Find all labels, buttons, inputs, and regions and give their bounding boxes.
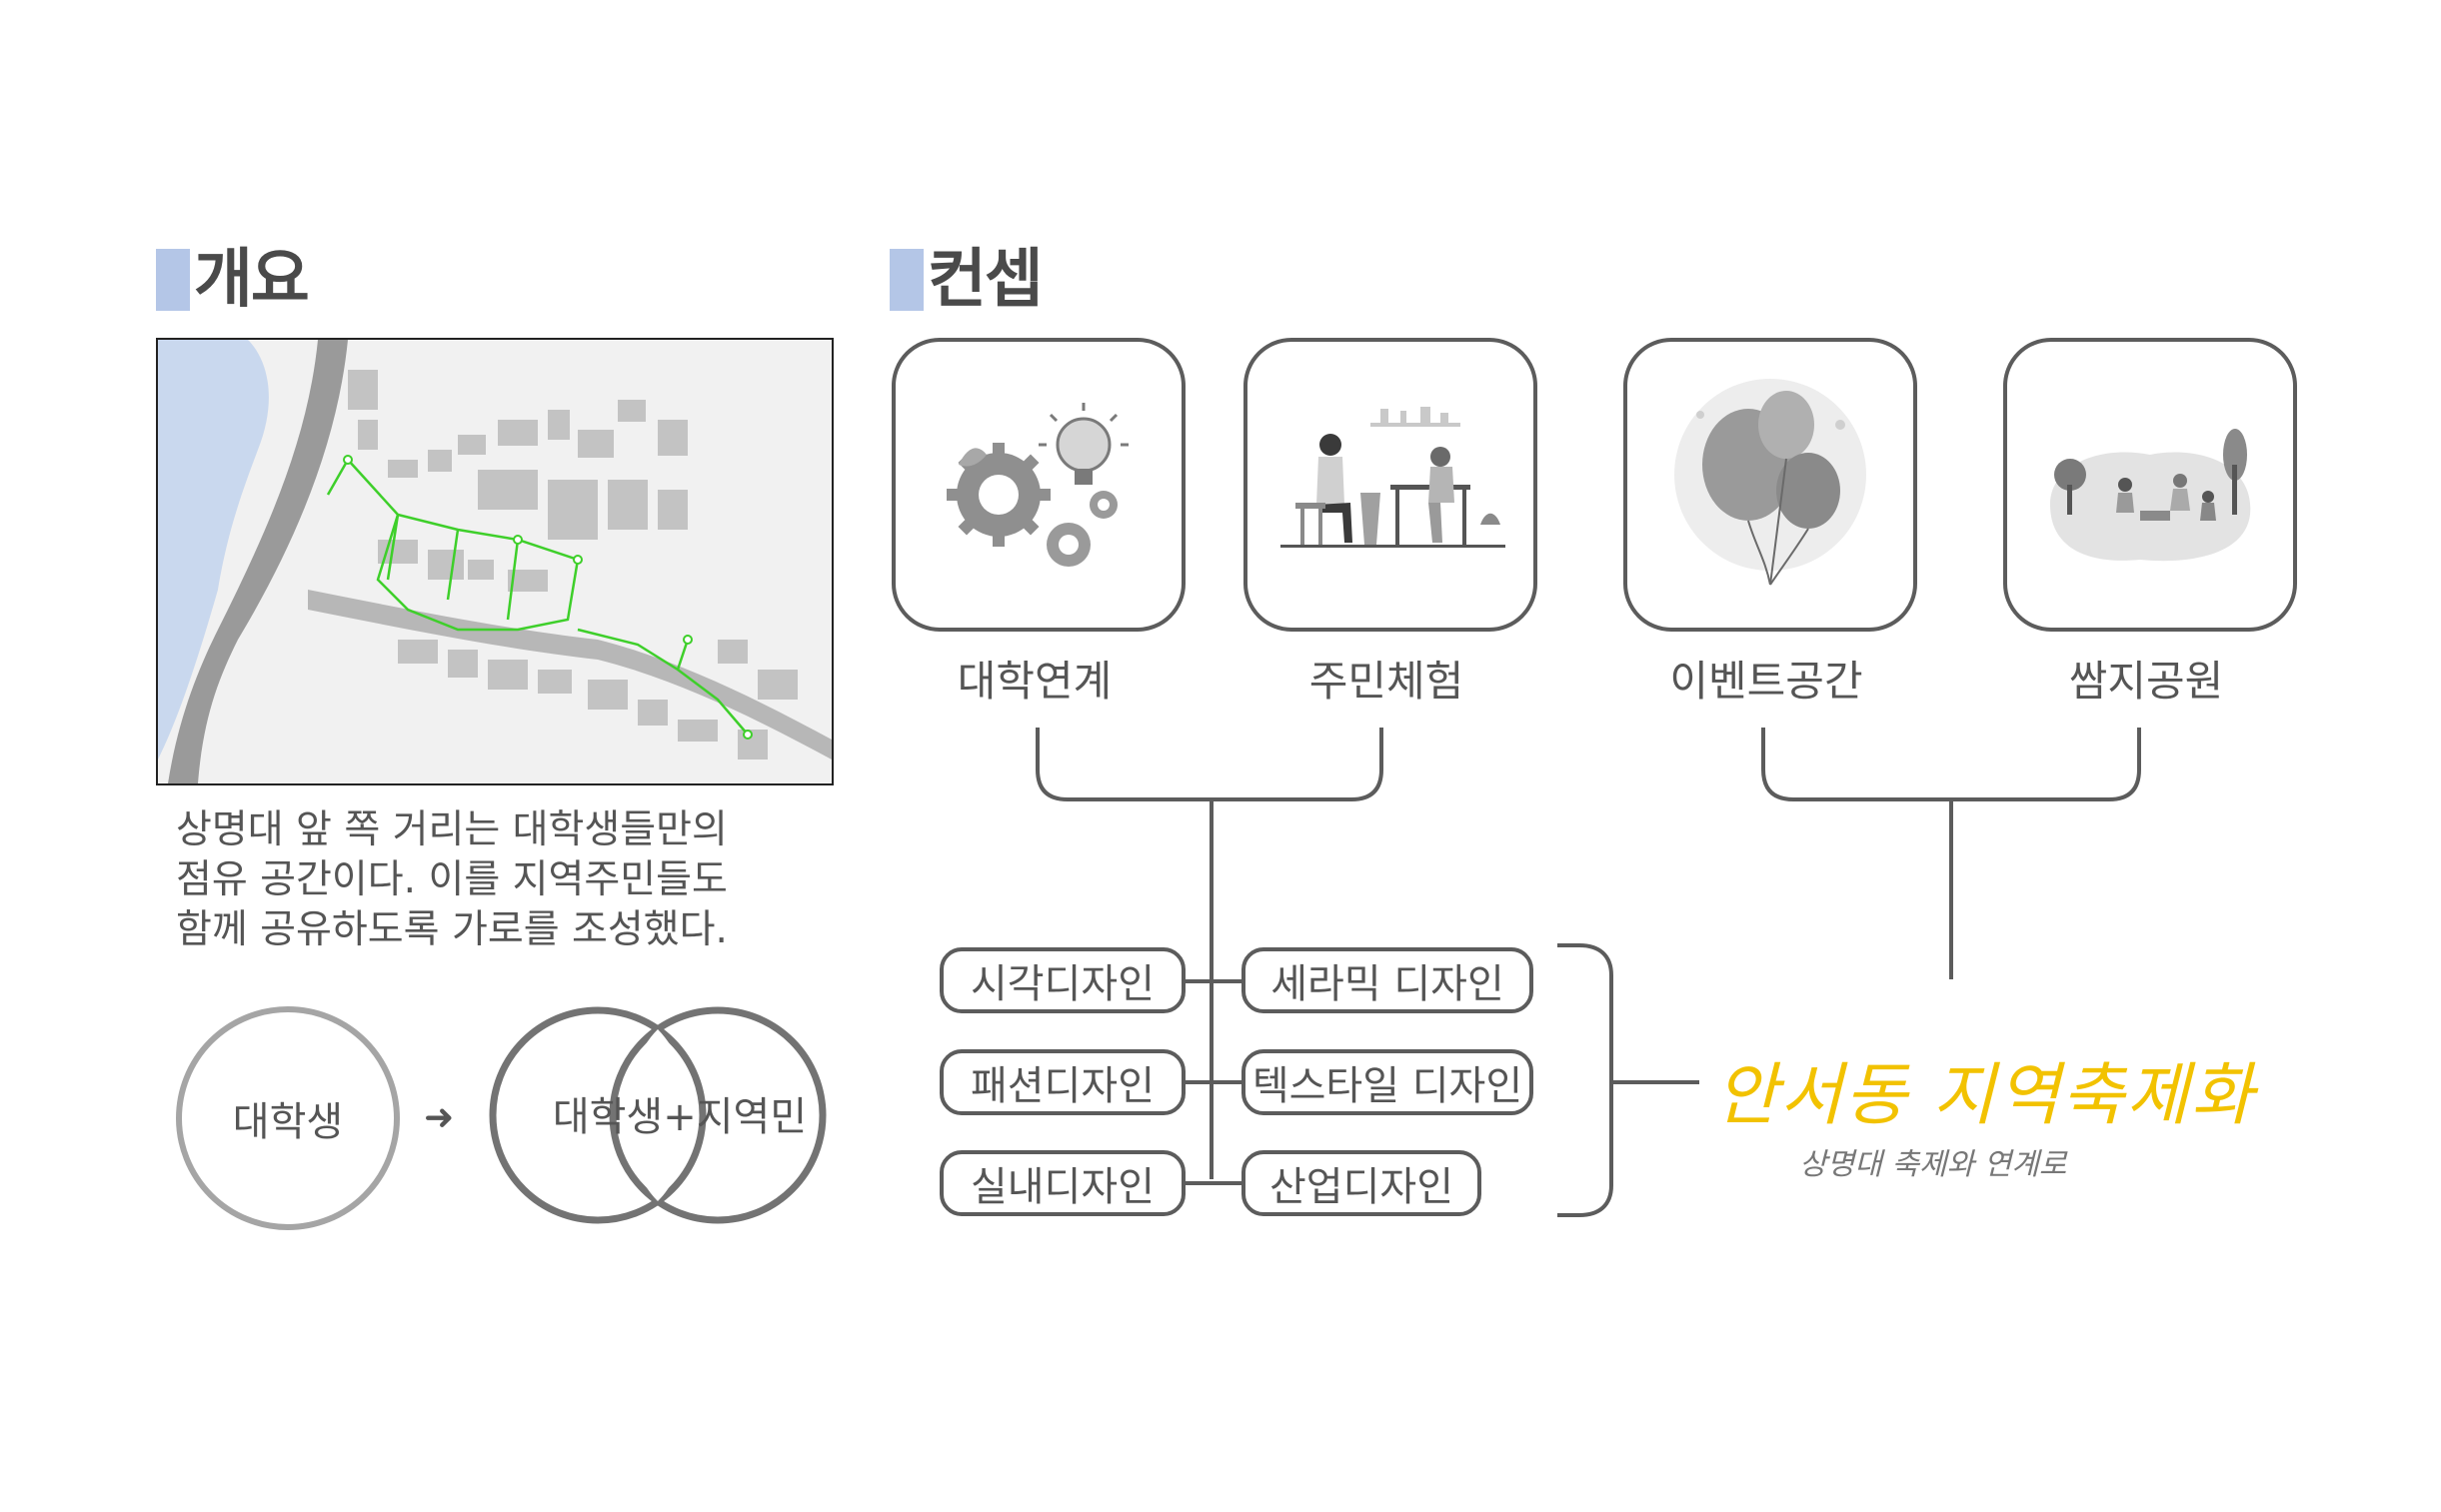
venn-circles — [489, 1006, 827, 1224]
concept-title: 컨셉 — [928, 243, 1044, 317]
pill-fashion-design: 패션디자인 — [940, 1049, 1186, 1115]
card-label-residents: 주민체험 — [1308, 657, 1464, 706]
gears-lightbulb-icon — [947, 403, 1129, 567]
festival-title: 안서동 지역축제화 — [1715, 1056, 2256, 1135]
description-line: 상명대 앞 쪽 거리는 대학생들만의 — [176, 807, 728, 852]
heading-accent-bar — [890, 249, 924, 311]
card-residents — [1243, 338, 1537, 632]
students-circle-label: 대학생 — [232, 1099, 344, 1145]
students-residents-label: 대학생+지역민 — [552, 1094, 808, 1140]
balloons-icon — [1674, 379, 1866, 586]
card-label-event: 이벤트공간 — [1669, 657, 1863, 706]
concept-heading: 컨셉 — [890, 243, 1044, 317]
description-line: 점유 공간이다. 이를 지역주민들도 — [176, 857, 728, 902]
site-map-image — [158, 340, 832, 783]
overview-heading: 개요 — [156, 243, 310, 317]
card-park — [2003, 338, 2297, 632]
park-picnic-icon — [2050, 429, 2251, 562]
arrow-icon: ➜ — [424, 1097, 455, 1138]
pill-textile-design: 텍스타일 디자인 — [1241, 1049, 1533, 1115]
students-circle: 대학생 — [176, 1006, 400, 1230]
people-at-table-icon — [1280, 407, 1505, 548]
card-label-park: 쌈지공원 — [2068, 657, 2224, 706]
pill-ceramic-design: 세라믹 디자인 — [1241, 947, 1533, 1013]
card-event — [1623, 338, 1917, 632]
pill-industrial-design: 산업디자인 — [1241, 1150, 1481, 1216]
site-map — [156, 338, 834, 785]
overview-title: 개요 — [194, 243, 310, 317]
description-line: 함께 공유하도록 가로를 조성했다. — [176, 907, 728, 952]
pill-visual-design: 시각디자인 — [940, 947, 1186, 1013]
card-label-university: 대학연계 — [957, 657, 1113, 706]
heading-accent-bar — [156, 249, 190, 311]
overview-description: 상명대 앞 쪽 거리는 대학생들만의 점유 공간이다. 이를 지역주민들도 함께… — [176, 805, 828, 955]
festival-subtitle: 상명대 축제와 연계로 — [1799, 1147, 2067, 1182]
pill-interior-design: 실내디자인 — [940, 1150, 1186, 1216]
card-university — [892, 338, 1186, 632]
